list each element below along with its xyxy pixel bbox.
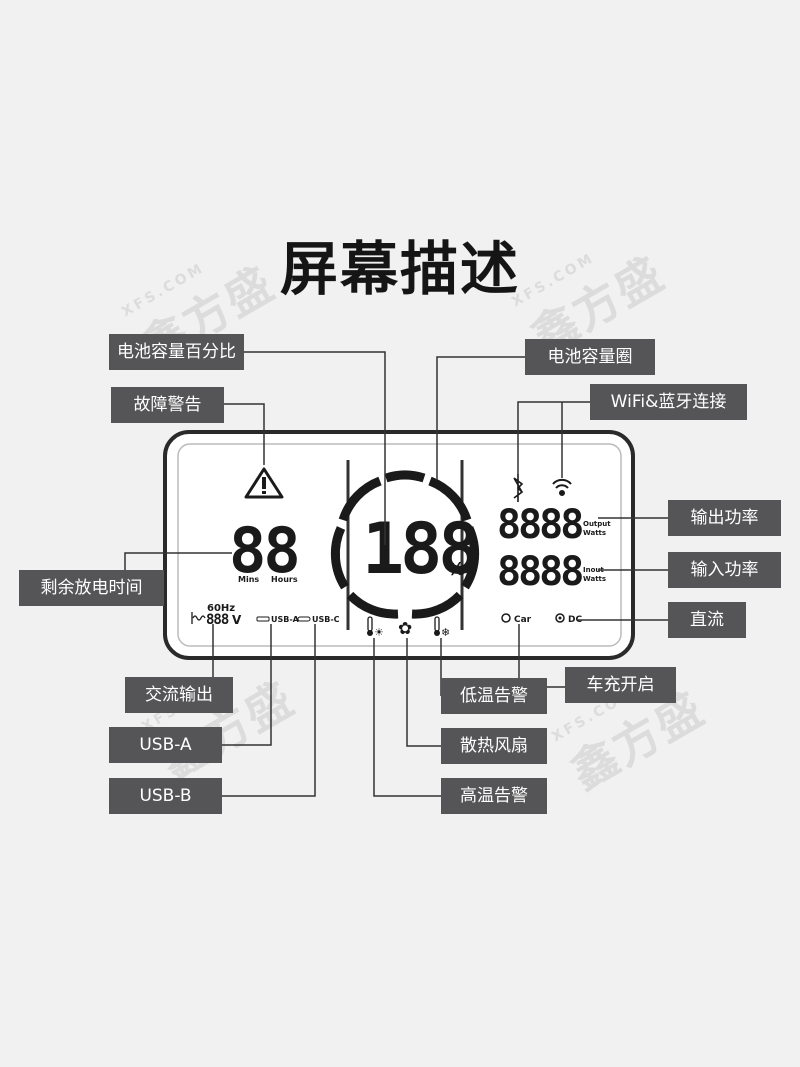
car-tag: Car bbox=[514, 615, 532, 625]
usb-a-tag: USB-A bbox=[271, 615, 300, 624]
wifi-icon bbox=[552, 478, 572, 496]
label-dc: 直流 bbox=[668, 602, 746, 638]
svg-text:☀: ☀ bbox=[374, 626, 384, 639]
hours-label: Hours bbox=[271, 575, 298, 584]
label-high-temp: 高温告警 bbox=[441, 778, 547, 814]
page-title: 屏幕描述 bbox=[279, 235, 520, 303]
label-battery-percent: 电池容量百分比 bbox=[109, 334, 244, 370]
ac-wave-icon bbox=[191, 612, 206, 624]
svg-text:✿: ✿ bbox=[398, 619, 412, 639]
usb-a-port-icon bbox=[256, 616, 270, 622]
label-remaining-time: 剩余放电时间 bbox=[19, 570, 164, 606]
voltage-digits: 888 bbox=[206, 612, 229, 628]
frequency-readout: 60Hz bbox=[207, 603, 235, 614]
output-digits: 8888 bbox=[497, 502, 582, 548]
low-temp-icon: ❄ bbox=[434, 616, 450, 639]
output-unit-1: Output bbox=[583, 520, 611, 528]
warning-icon bbox=[244, 467, 284, 499]
input-unit-2: Watts bbox=[583, 575, 606, 583]
label-usb-a: USB-A bbox=[109, 727, 222, 763]
output-unit-2: Watts bbox=[583, 529, 606, 537]
label-ac-output: 交流输出 bbox=[125, 677, 233, 713]
voltage-unit: V bbox=[232, 613, 242, 627]
battery-ring bbox=[330, 470, 480, 619]
lcd-frame bbox=[163, 430, 635, 660]
label-low-temp: 低温告警 bbox=[441, 678, 547, 714]
label-usb-b: USB-B bbox=[109, 778, 222, 814]
input-digits: 8888 bbox=[497, 549, 582, 595]
label-input-power: 输入功率 bbox=[668, 552, 781, 588]
label-wifi-bluetooth: WiFi&蓝牙连接 bbox=[590, 384, 747, 420]
dc-indicator-icon bbox=[555, 613, 565, 623]
label-cooling-fan: 散热风扇 bbox=[441, 728, 547, 764]
bluetooth-icon bbox=[513, 474, 524, 502]
label-car-charge: 车充开启 bbox=[565, 667, 676, 703]
percent-digits: 188 bbox=[362, 508, 476, 590]
label-battery-ring: 电池容量圈 bbox=[525, 339, 655, 375]
lcd-inner-frame bbox=[177, 443, 622, 647]
dc-tag: DC bbox=[568, 615, 582, 625]
percent-sign: % bbox=[447, 559, 465, 580]
mins-label: Mins bbox=[238, 575, 259, 584]
label-fault-warning: 故障警告 bbox=[111, 387, 224, 423]
input-unit-1: Inout bbox=[583, 566, 604, 574]
usb-c-tag: USB-C bbox=[312, 615, 340, 624]
label-output-power: 输出功率 bbox=[668, 500, 781, 536]
usb-c-port-icon bbox=[297, 616, 311, 622]
svg-text:❄: ❄ bbox=[441, 626, 450, 639]
fan-icon: ✿ bbox=[398, 619, 412, 639]
high-temp-icon: ☀ bbox=[367, 616, 384, 639]
time-digits: 88 bbox=[229, 514, 298, 587]
car-indicator-icon bbox=[501, 613, 511, 623]
